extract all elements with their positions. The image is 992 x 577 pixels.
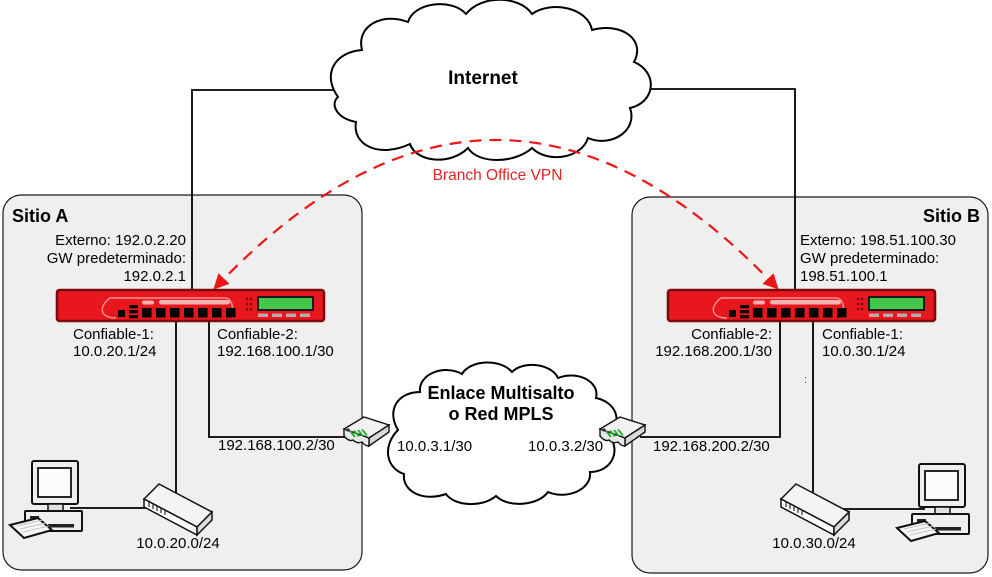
internet-link-line-b: [630, 88, 796, 292]
site-b-title: Sitio B: [923, 206, 980, 226]
site-a-trusted2-ip: 192.168.100.1/30: [217, 343, 334, 360]
site-b-wan-link-ip: 192.168.200.2/30: [653, 438, 770, 455]
mpls-cloud-label: Enlace Multisalto o Red MPLS: [411, 383, 591, 425]
site-a-trusted2: Confiable-2: 192.168.100.1/30: [217, 326, 334, 360]
vpn-tunnel-arc: [213, 138, 779, 290]
site-b-stray-mark: :: [804, 374, 808, 386]
mpls-router-a-ip: 10.0.3.1/30: [397, 438, 473, 455]
internet-cloud-shape: [329, 0, 652, 161]
site-b-lan-subnet: 10.0.30.0/24: [772, 535, 856, 552]
site-b-trusted1-ip: 10.0.30.1/24: [822, 343, 906, 360]
site-b-trusted1: Confiable-1: 10.0.30.1/24: [822, 326, 905, 360]
site-a-trusted2-label: Confiable-2:: [217, 326, 298, 343]
site-b-gateway-label: GW predeterminado:: [800, 250, 940, 267]
mpls-line-b: [640, 305, 781, 438]
site-b-trusted2-label: Confiable-2:: [691, 326, 772, 343]
site-a-gateway-label: GW predeterminado:: [46, 250, 186, 267]
site-a-trusted1: Confiable-1: 10.0.20.1/24: [73, 326, 156, 360]
site-a-trusted1-label: Confiable-1:: [73, 326, 154, 343]
site-b-external-ip: Externo: 198.51.100.30: [800, 232, 956, 249]
mpls-cloud-label-line1: Enlace Multisalto: [427, 383, 575, 403]
internet-label: Internet: [448, 68, 518, 89]
site-b-trusted1-label: Confiable-1:: [822, 326, 903, 343]
site-a-external-ip: Externo: 192.0.2.20: [55, 232, 186, 249]
site-a-gateway-ip: 192.0.2.1: [123, 268, 186, 285]
vpn-label: Branch Office VPN: [432, 167, 563, 184]
mpls-cloud-label-line2: o Red MPLS: [448, 404, 554, 424]
firewall-a-icon: [55, 288, 326, 323]
site-b-external-info: Externo: 198.51.100.30 GW predeterminado…: [800, 232, 956, 286]
mpls-router-b-ip: 10.0.3.2/30: [528, 438, 604, 455]
site-a-trusted1-ip: 10.0.20.1/24: [73, 343, 157, 360]
site-b-gateway-ip: 198.51.100.1: [800, 268, 888, 285]
site-a-title: Sitio A: [12, 206, 69, 226]
site-a-lan-subnet: 10.0.20.0/24: [136, 535, 220, 552]
internet-link-line-a: [191, 89, 350, 292]
site-a-external-info: Externo: 192.0.2.20 GW predeterminado: 1…: [26, 232, 186, 286]
mpls-line-a: [208, 305, 352, 438]
site-b-trusted2-ip: 192.168.200.1/30: [655, 343, 772, 360]
firewall-b-icon: [666, 288, 937, 323]
site-b-trusted2: Confiable-2: 192.168.200.1/30: [641, 326, 772, 360]
site-a-wan-link-ip: 192.168.100.2/30: [218, 437, 335, 454]
